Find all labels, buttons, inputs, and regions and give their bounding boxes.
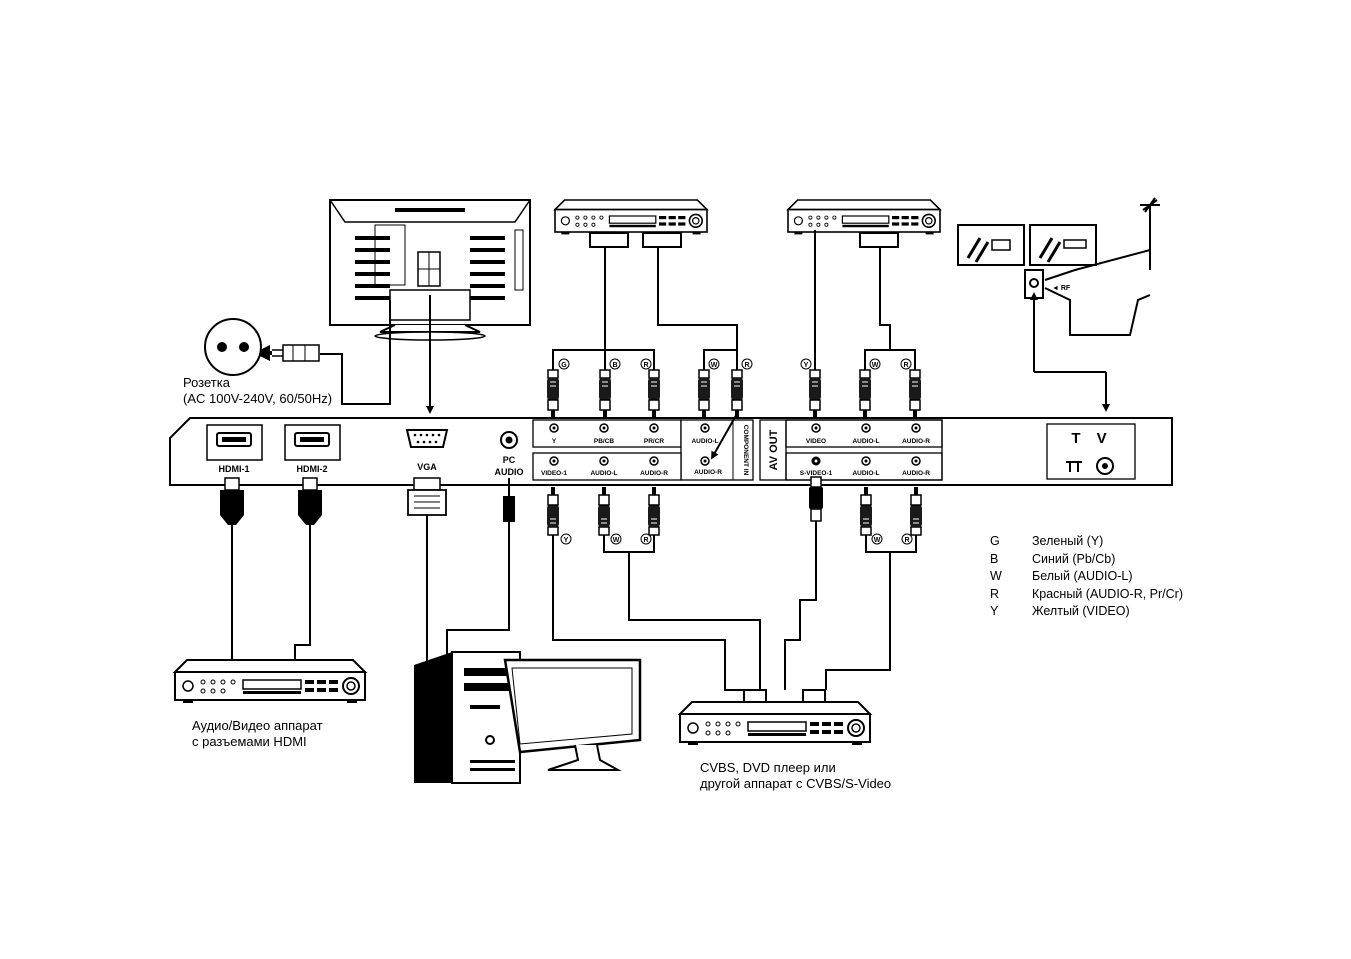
legend-row: G Зеленый (Y): [990, 533, 1183, 551]
av-out-audio-r-label: AUDIO-R: [902, 438, 930, 445]
vga-port: [405, 429, 449, 448]
cvbs-label-1: CVBS, DVD плеер или: [700, 760, 836, 775]
component-plugs: [546, 369, 744, 419]
svideo-plugs: [809, 476, 923, 536]
av-out-recorder: [787, 199, 941, 236]
antenna-jack: [1096, 457, 1114, 475]
av-out-video-label: VIDEO: [806, 438, 826, 445]
plug-letter-r: R: [643, 362, 648, 369]
legend-row: W Белый (AUDIO-L): [990, 568, 1183, 586]
plug-letter-r-in: R: [643, 537, 648, 544]
power-plug: [272, 344, 320, 362]
hdmi1-label: HDMI-1: [219, 464, 250, 474]
hdmi-device-label-2: с разъемами HDMI: [192, 734, 307, 749]
hdmi-source-player: [174, 659, 366, 704]
component-cables: [552, 232, 738, 372]
cvbs-label-2: другой аппарат с CVBS/S-Video: [700, 776, 892, 791]
svideo-audio-r-label: AUDIO-R: [902, 470, 930, 477]
av-in-audio-r-label: AUDIO-R: [640, 470, 668, 477]
pc-audio-label-2: AUDIO: [495, 467, 524, 477]
av-in-audio-l-label: AUDIO-L: [590, 470, 617, 477]
vga-label: VGA: [417, 462, 437, 472]
antenna-symbol: [1066, 461, 1082, 472]
legend-row: Y Желтый (VIDEO): [990, 603, 1183, 621]
legend-value: Зеленый (Y): [1032, 534, 1104, 548]
component-audio-r-label: AUDIO-R: [694, 469, 722, 476]
av-out-title: AV OUT: [768, 429, 780, 470]
svideo1-label: S-VIDEO-1: [800, 470, 833, 477]
antenna-wiring: [957, 197, 1160, 412]
audio-r-arrow: [711, 411, 739, 460]
component-source-player: [554, 199, 708, 236]
av-out-audio-l-label: AUDIO-L: [852, 438, 879, 445]
hdmi-device-label-1: Аудио/Видео аппарат: [192, 718, 323, 733]
plug-letter-y-out: Y: [804, 362, 809, 369]
av-out-plugs: [808, 369, 922, 419]
svideo-port: [811, 456, 821, 466]
rf-label: ◄ RF: [1052, 285, 1071, 292]
component-audio-box: [680, 419, 754, 481]
component-y-label: Y: [552, 438, 557, 445]
antenna-input-box: [1046, 423, 1136, 480]
plug-letter-w-sv: W: [874, 537, 881, 544]
power-cord: [320, 300, 391, 405]
legend-value: Белый (AUDIO-L): [1032, 569, 1133, 583]
legend-key: W: [990, 569, 1002, 583]
plug-letter-w-out: W: [872, 362, 879, 369]
plug-letter-r-out: R: [903, 362, 908, 369]
hdmi2-label: HDMI-2: [297, 464, 328, 474]
plug-letter-r-sv: R: [904, 537, 909, 544]
legend-key: Y: [990, 604, 999, 618]
hdmi2-port: [284, 424, 341, 461]
socket-label-1: Розетка: [183, 375, 230, 390]
svideo-audio-l-label: AUDIO-L: [852, 470, 879, 477]
pc-audio-label-1: PC: [503, 455, 516, 465]
cvbs-cables: [552, 521, 917, 705]
legend-key: G: [990, 534, 1000, 548]
wall-socket-icon: [204, 318, 262, 376]
legend-key: R: [990, 586, 1000, 601]
av-in-plugs: [546, 486, 661, 536]
pc-computer-icon: [414, 651, 642, 784]
video1-label: VIDEO-1: [541, 470, 567, 477]
socket-label-2: (AC 100V-240V, 60/50Hz): [183, 391, 333, 406]
tv-label: T V: [1071, 430, 1112, 447]
plug-letter-y-in: Y: [564, 537, 569, 544]
color-legend: G Зеленый (Y) B Синий (Pb/Cb) W Белый (AUDI…: [990, 533, 1183, 621]
component-pb-label: PB/CB: [594, 438, 615, 445]
plug-letter-r2: R: [744, 362, 749, 369]
vga-cable: [407, 477, 447, 665]
legend-value: Синий (Pb/Cb): [1032, 551, 1116, 566]
svideo-box: [785, 452, 943, 481]
legend-row: B Синий (Pb/Cb): [990, 551, 1183, 569]
component-pr-label: PR/CR: [644, 438, 665, 445]
av-out-cables: [814, 230, 916, 372]
plug-letter-b: B: [612, 362, 617, 369]
component-in-vertical-label: COMPONENT IN: [742, 425, 749, 476]
plug-letter-w: W: [711, 362, 718, 369]
legend-value: Желтый (VIDEO): [1032, 604, 1130, 618]
plug-letter-w-in: W: [613, 537, 620, 544]
pc-audio-jack: [500, 431, 518, 449]
hdmi1-port: [206, 424, 263, 461]
plug-letter-g: G: [561, 362, 567, 369]
hdmi-cables: [220, 477, 322, 665]
component-audio-l-label: AUDIO-L: [691, 438, 718, 445]
legend-key: B: [990, 551, 999, 566]
legend-row: R Красный (AUDIO-R, Pr/Cr): [990, 586, 1183, 604]
pc-audio-cable: [446, 478, 515, 660]
cvbs-dvd-player: [679, 701, 871, 746]
legend-value: Красный (AUDIO-R, Pr/Cr): [1032, 586, 1183, 601]
